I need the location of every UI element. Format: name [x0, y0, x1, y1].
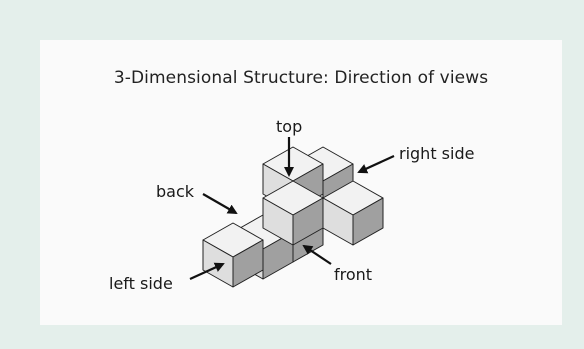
label-right-side: right side [399, 144, 474, 163]
label-top: top [276, 117, 302, 136]
label-back: back [156, 182, 195, 201]
diagram-title: 3-Dimensional Structure: Direction of vi… [113, 68, 489, 88]
cube-right-arm [322, 180, 384, 246]
right-side-arrow [357, 154, 395, 174]
left-side-arrow [189, 262, 225, 281]
back-arrow [202, 193, 238, 214]
label-left-side: left side [109, 274, 173, 293]
cube-bottom-row-1 [262, 180, 324, 246]
front-arrow [302, 244, 332, 265]
label-front: front [334, 265, 372, 284]
